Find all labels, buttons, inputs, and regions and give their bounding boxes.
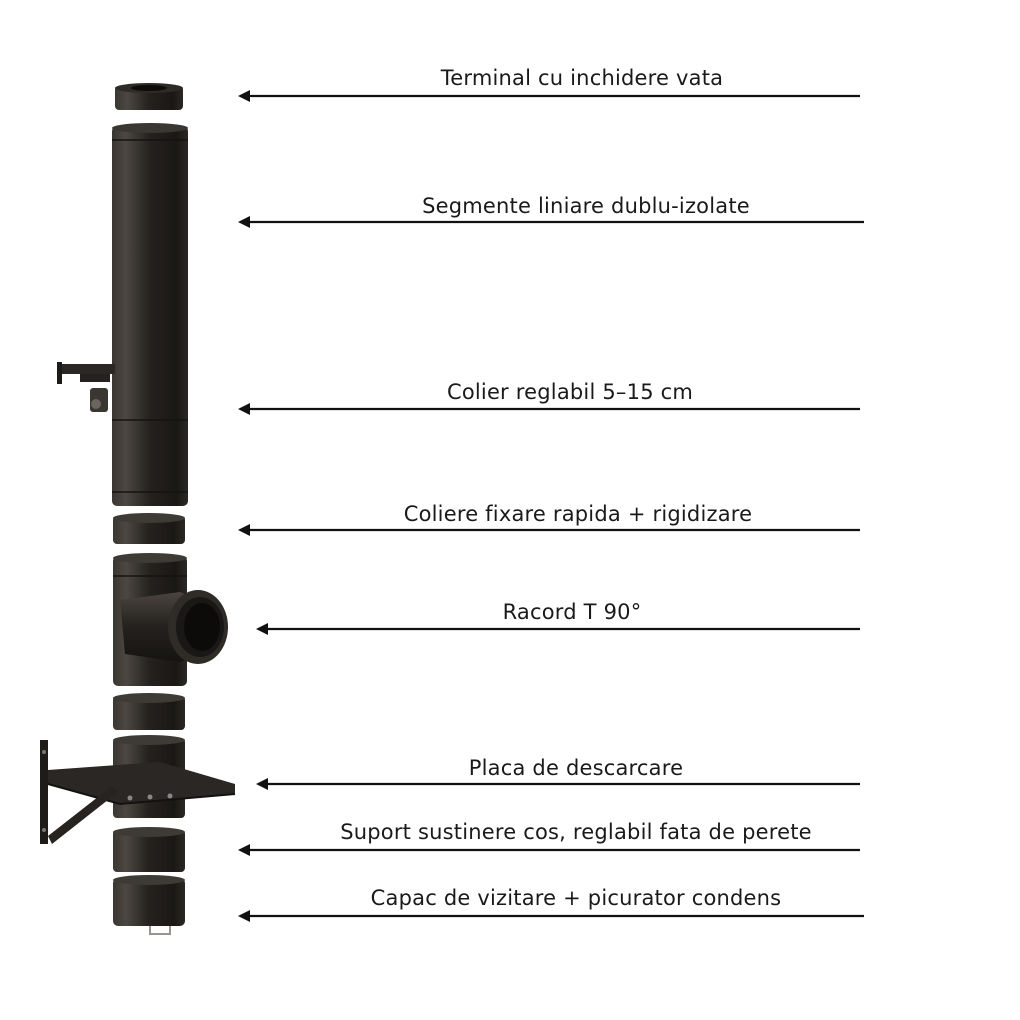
linear-segment-part <box>112 123 188 506</box>
component-label-discharge-plate: Placa de descarcare <box>468 756 684 780</box>
arrowhead-icon <box>238 216 250 228</box>
arrowhead-icon <box>238 844 250 856</box>
quick-collar-lower-part <box>113 693 185 730</box>
arrowhead-icon <box>238 90 250 102</box>
component-label-terminal: Terminal cu inchidere vata <box>440 66 724 90</box>
tee-part <box>113 553 228 686</box>
component-label-inspection-cap: Capac de vizitare + picurator condens <box>370 886 782 910</box>
component-label-quick-collars: Coliere fixare rapida + rigidizare <box>403 502 753 526</box>
adjustable-collar-part <box>57 362 115 412</box>
discharge-plate-part <box>47 735 236 818</box>
callout-arrows <box>238 90 864 922</box>
component-label-tee: Racord T 90° <box>502 600 642 624</box>
component-label-adjustable-collar: Colier reglabil 5–15 cm <box>446 380 694 404</box>
component-label-support: Suport sustinere cos, reglabil fata de p… <box>340 820 812 844</box>
support-bracket-part <box>40 740 118 844</box>
arrowhead-icon <box>238 524 250 536</box>
arrowhead-icon <box>256 623 268 635</box>
component-label-segments: Segmente liniare dublu-izolate <box>422 194 750 218</box>
terminal-part <box>115 83 183 110</box>
quick-collar-part <box>113 513 185 544</box>
arrowhead-icon <box>238 403 250 415</box>
arrowhead-icon <box>238 910 250 922</box>
inspection-cap-part <box>113 827 185 935</box>
arrowhead-icon <box>256 778 268 790</box>
